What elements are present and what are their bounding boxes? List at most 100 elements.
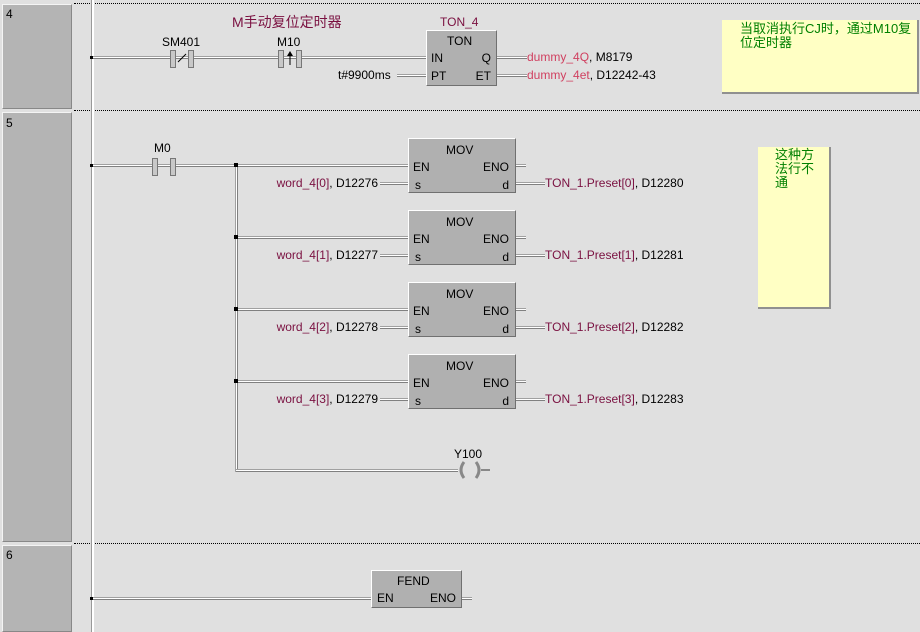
dest-label: TON_1.Preset[0], D12280 [545, 176, 684, 190]
source-label: word_4[1], D12277 [276, 248, 378, 262]
pin-d: d [502, 178, 509, 192]
junction-dot [90, 597, 93, 600]
wire [380, 182, 408, 185]
dest-label: TON_1.Preset[1], D12281 [545, 248, 684, 262]
block-type: MOV [446, 215, 474, 229]
pin-et: ET [475, 69, 491, 83]
pin-s: s [415, 250, 421, 264]
junction-dot [90, 56, 93, 59]
pin-en: EN [413, 232, 430, 246]
nc-contact-sm401[interactable] [170, 50, 194, 68]
wire [397, 74, 426, 77]
source-label: word_4[2], D12278 [276, 320, 378, 334]
rung-4-gutter[interactable] [2, 4, 72, 109]
contact-label: M0 [154, 141, 171, 155]
wire [516, 236, 526, 239]
left-power-rail [91, 0, 94, 632]
mov-block[interactable]: MOV EN ENO s d [408, 354, 516, 409]
wire [516, 380, 526, 383]
pin-s: s [415, 178, 421, 192]
pin-s: s [415, 322, 421, 336]
block-type: MOV [446, 359, 474, 373]
contact-label: SM401 [162, 35, 201, 49]
pin-in: IN [431, 51, 443, 65]
pin-eno: ENO [482, 232, 509, 246]
wire [380, 326, 408, 329]
wire [516, 308, 526, 311]
ton-block[interactable]: TON IN Q PT ET [426, 30, 497, 86]
rung-separator [74, 3, 920, 4]
pin-s: s [415, 394, 421, 408]
pin-d: d [502, 394, 509, 408]
mov-block[interactable]: MOV EN ENO s d [408, 282, 516, 337]
rung-number: 5 [6, 116, 13, 130]
no-contact-m0[interactable] [152, 158, 176, 176]
wire [236, 469, 458, 472]
pin-d: d [502, 250, 509, 264]
mov-block[interactable]: MOV EN ENO s d [408, 210, 516, 265]
junction-dot [90, 164, 93, 167]
pin-en: EN [377, 591, 394, 605]
wire [236, 380, 408, 383]
wire [236, 308, 408, 311]
statement-note[interactable]: 这种方法行不通 [758, 147, 831, 309]
wire [380, 398, 408, 401]
note-text: 这种方法行不通 [775, 147, 815, 190]
source-label: word_4[0], D12276 [276, 176, 378, 190]
pin-eno: ENO [429, 591, 456, 605]
pin-d: d [502, 322, 509, 336]
contact-label: M10 [277, 35, 301, 49]
block-type: MOV [446, 143, 474, 157]
wire [497, 74, 527, 77]
pin-en: EN [413, 304, 430, 318]
wire [92, 597, 371, 600]
mov-block[interactable]: MOV EN ENO s d [408, 138, 516, 193]
coil-label: Y100 [454, 447, 483, 461]
junction-dot [234, 163, 238, 167]
wire [497, 56, 527, 59]
block-type: MOV [446, 287, 474, 301]
rung-separator [74, 543, 920, 544]
rung-separator [74, 110, 920, 111]
q-output-label: dummy_4Q, M8179 [527, 50, 633, 64]
junction-dot [234, 307, 238, 311]
junction-dot [234, 379, 238, 383]
branch-wire [235, 165, 238, 472]
statement-note[interactable]: 当取消执行CJ时，通过M10复位定时器 [722, 20, 919, 94]
rising-edge-contact-m10[interactable] [278, 50, 302, 68]
wire [516, 254, 545, 257]
coil-y100[interactable] [456, 460, 492, 480]
wire [92, 56, 426, 59]
fend-block[interactable]: FEND EN ENO [371, 570, 462, 608]
rung-6-gutter[interactable] [2, 545, 72, 632]
wire [516, 182, 545, 185]
wire [92, 164, 408, 167]
block-type: TON [447, 34, 473, 48]
wire [516, 326, 545, 329]
pt-value: t#9900ms [338, 68, 391, 82]
junction-dot [234, 235, 238, 239]
wire [380, 254, 408, 257]
dest-label: TON_1.Preset[2], D12282 [545, 320, 684, 334]
block-instance-name: TON_4 [440, 15, 479, 29]
wire [236, 236, 408, 239]
rung-number: 6 [6, 548, 13, 562]
block-type: FEND [397, 574, 430, 588]
pin-q: Q [481, 51, 491, 65]
wire [516, 398, 545, 401]
wire [462, 597, 472, 600]
pin-eno: ENO [482, 160, 509, 174]
pin-en: EN [413, 376, 430, 390]
note-text: 当取消执行CJ时，通过M10复位定时器 [740, 21, 912, 50]
rung-comment: M手动复位定时器 [232, 14, 342, 30]
pin-eno: ENO [482, 304, 509, 318]
source-label: word_4[3], D12279 [276, 392, 378, 406]
dest-label: TON_1.Preset[3], D12283 [545, 392, 684, 406]
rung-number: 4 [6, 7, 13, 21]
wire [516, 164, 526, 167]
pin-eno: ENO [482, 376, 509, 390]
rung-5-gutter[interactable] [2, 112, 72, 542]
pin-en: EN [413, 160, 430, 174]
et-output-label: dummy_4et, D12242-43 [527, 68, 656, 82]
pin-pt: PT [431, 69, 447, 83]
